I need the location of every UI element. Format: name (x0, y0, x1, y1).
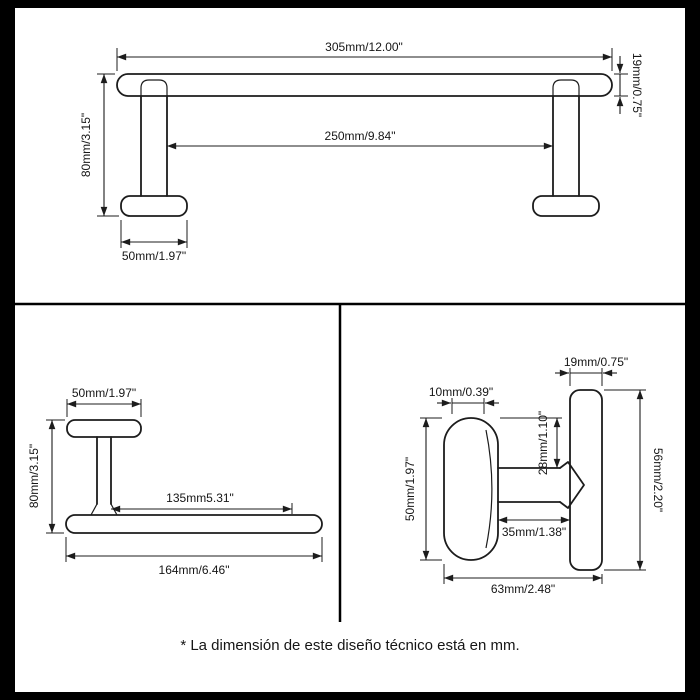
knob-inner-contour (485, 429, 493, 549)
stem-cone (559, 461, 585, 509)
footer-note: * La dimensión de este diseño técnico es… (180, 637, 519, 654)
left-base-flange (120, 195, 188, 217)
right-post-cap (552, 79, 580, 96)
dim-knob-top-width: 10mm/0.39" (429, 385, 493, 399)
dim-height: 80mm/3.15" (27, 444, 41, 508)
dim-inner-span: 250mm/9.84" (325, 129, 396, 143)
dim-plate-height: 56mm/2.20" (651, 448, 665, 512)
robe-hook-view: 19mm/0.75" 10mm/0.39" 28mm/1.10" 56mm/2.… (403, 355, 665, 596)
hook-knob (443, 417, 499, 561)
dim-overall-length: 164mm/6.46" (159, 563, 230, 577)
paper-area (15, 8, 685, 692)
left-post-cap (140, 79, 168, 96)
dim-knob-height: 50mm/1.97" (403, 457, 417, 521)
dim-plate-width: 19mm/0.75" (564, 355, 628, 369)
right-base-flange (532, 195, 600, 217)
dim-stem-length: 35mm/1.38" (502, 525, 566, 539)
dim-overall-length: 305mm/12.00" (325, 40, 403, 54)
dim-overall-depth: 63mm/2.48" (491, 582, 555, 596)
dim-height: 80mm/3.15" (79, 113, 93, 177)
dim-upper-offset: 28mm/1.10" (536, 411, 550, 475)
dim-arm-length: 135mm5.31" (166, 491, 234, 505)
dim-bar-diameter: 19mm/0.75" (630, 53, 644, 117)
dim-base-width: 50mm/1.97" (72, 386, 136, 400)
paper-holder-view: 50mm/1.97" 80mm/3.15" 135mm5.31" 164mm/6… (27, 386, 323, 577)
post-fillet (90, 503, 98, 516)
dim-base-width: 50mm/1.97" (122, 249, 186, 263)
wall-flange (66, 419, 142, 438)
towel-bar-view: 305mm/12.00" 19mm/0.75" 80mm/3.15" 250mm… (79, 40, 644, 263)
towel-bar-tube (116, 73, 613, 97)
wall-plate (569, 389, 603, 571)
holder-arm (65, 514, 323, 534)
